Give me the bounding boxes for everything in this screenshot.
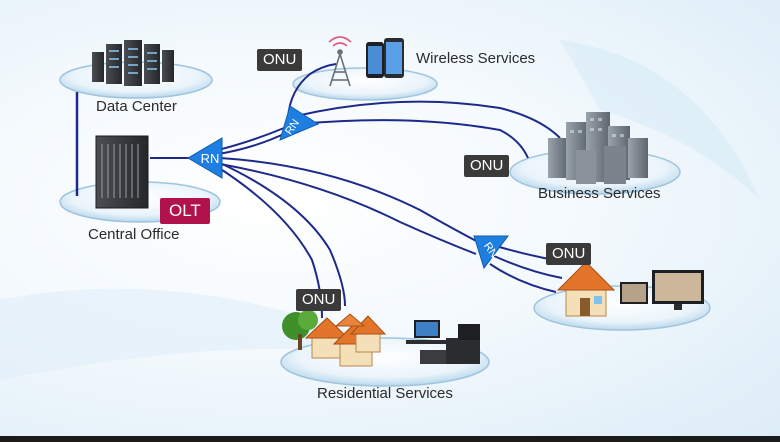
wireless-services-label: Wireless Services <box>416 50 536 67</box>
houses-icon <box>304 313 387 367</box>
central-office-label: Central Office <box>88 226 180 243</box>
video-conference-tv-icon <box>620 270 704 310</box>
rn-upper-node: RN <box>279 105 320 141</box>
rn-main-label: RN <box>201 151 220 166</box>
onu-wireless-tag: ONU <box>257 49 303 71</box>
cell-tower-icon <box>328 36 352 87</box>
office-buildings-icon <box>548 112 648 184</box>
residential-services-label: Residential Services <box>317 385 453 402</box>
smartphone-icon <box>366 38 404 78</box>
rn-main-node: RN <box>187 137 223 179</box>
rn-right-node: RN <box>473 235 509 270</box>
fiber-lines <box>150 63 566 319</box>
onu-residential-tag: ONU <box>296 289 342 311</box>
onu-business-tag: ONU <box>464 155 510 177</box>
wireless-platform <box>292 67 438 101</box>
olt-tag: OLT <box>160 198 210 224</box>
server-rack-icon <box>92 40 174 86</box>
bottom-border <box>0 436 780 442</box>
home-devices-icon <box>406 320 480 364</box>
business-services-label: Business Services <box>538 185 661 202</box>
trees-icon <box>282 310 318 350</box>
house-icon <box>556 261 616 317</box>
data-center-label: Data Center <box>96 98 177 115</box>
olt-chassis-icon <box>95 135 149 209</box>
onu-home-tag: ONU <box>546 243 592 265</box>
